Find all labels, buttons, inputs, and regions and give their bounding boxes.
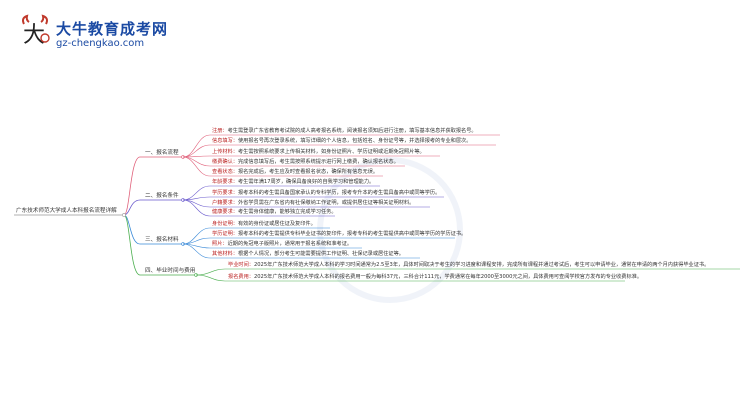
site-logo[interactable]: 大 大牛教育成考网 gz-chengkao.com (18, 14, 188, 54)
leaf-other-materials: 其他材料：根据个人情况，部分考生可能需要提供工作证明、社保记录或居住证等。 (212, 251, 404, 257)
branch-2-label: 二、报名条件 (145, 193, 179, 199)
root-node-dot (122, 213, 126, 217)
connector-branch-4 (123, 214, 196, 276)
leaf-info-fill: 信息填写：使用报名号再次登录系统，填写详细的个人信息，包括姓名、身份证号等，并选… (212, 138, 472, 144)
leaf-fees: 报名费用：2025年广东技术师范大学成人本科的报名费用一般为每科37元，三科合计… (228, 274, 643, 280)
leaf-residence: 户籍要求：外省学员需在广东省内有社保缴纳工作证明，或提供居住证等相关证明材料。 (212, 200, 415, 206)
site-name: 大牛教育成考网 (56, 20, 169, 38)
site-url[interactable]: gz-chengkao.com (56, 38, 145, 49)
leaf-id-proof: 身份证明：有效的身份证或居住证及复印件。 (212, 221, 316, 227)
branch-4-label: 四、毕业时间与费用 (145, 268, 196, 274)
connector-branch-1 (123, 156, 183, 216)
mindmap-root: 广东技术师范大学成人本科报名流程详解 (16, 208, 117, 214)
leaf-age: 年龄要求：考生需年满17周岁，确保具备良好的自我学习和管理能力。 (212, 179, 375, 185)
connector-branch-2 (123, 199, 183, 216)
leaf-health: 健康要求：考生需身体健康，能够独立完成学习任务。 (212, 209, 337, 215)
svg-text:大: 大 (23, 23, 45, 48)
leaf-degree-proof: 学历证明：报考本科的考生需提供专科毕业证书的复印件，报考专科的考生需提供高中或同… (212, 231, 467, 237)
leaf-education: 学历要求：报考本科的考生需具备国家承认的专科学历，报考专升本的考生需具备高中或同… (212, 190, 441, 196)
bull-logo-icon: 大 (22, 14, 50, 48)
leaf-upload: 上传材料：考生需按照系统要求上传相关材料，如身份证照片、学历证明或近期免冠照片等… (212, 149, 425, 155)
leaf-payment: 缴费确认：完成信息填写后，考生需按照系统提示进行网上缴费，确认报名状态。 (212, 159, 399, 165)
branch-3-label: 三、报名材料 (145, 237, 179, 243)
leaf-status: 查看状态：报名完成后，考生应及时查看报名状态，确保所有信息无误。 (212, 169, 379, 175)
leaf-photo: 照片：近期的免冠电子版照片，通常用于报名系统和准考证。 (212, 241, 353, 247)
leaf-graduation-time: 毕业时间：2025年广东技术师范大学成人本科的学习时间通常为2.5至3年，具体时… (228, 262, 710, 268)
leaf-registration: 注册：考生需登录广东省教育考试院的成人高考报名系统，阅读报名须知后进行注册，填写… (212, 128, 477, 134)
branch-1-label: 一、报名流程 (145, 150, 179, 156)
